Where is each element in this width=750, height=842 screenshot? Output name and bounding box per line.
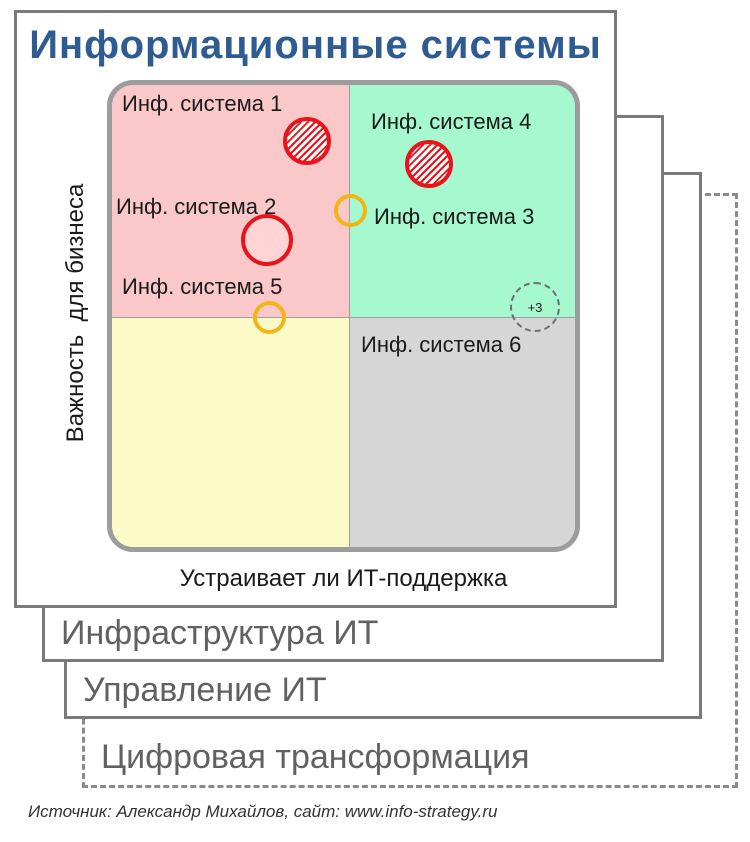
system-5-label: Инф. система 5 xyxy=(122,274,283,299)
x-axis-label: Устраивает ли ИТ-поддержка xyxy=(179,565,508,592)
quadrant-bottom-left xyxy=(112,318,350,547)
quadrant-bottom-right xyxy=(350,318,575,547)
diagram-title: Информационные системы xyxy=(29,23,602,67)
layer-information-systems: Информационные системы Важность для бизн… xyxy=(14,10,617,608)
quadrant-top-right xyxy=(350,85,575,318)
vertical-divider xyxy=(349,85,350,547)
y-axis-label: Важность для бизнеса xyxy=(62,183,89,443)
system-2-label: Инф. система 2 xyxy=(116,194,277,219)
system-2-marker xyxy=(241,214,293,266)
layer-digital-transformation-label: Цифровая трансформация xyxy=(101,738,530,776)
layer-it-infrastructure-label: Инфраструктура ИТ xyxy=(61,614,379,652)
system-1-label: Инф. система 1 xyxy=(122,91,283,116)
horizontal-divider xyxy=(112,317,575,318)
source-caption: Источник: Александр Михайлов, сайт: www.… xyxy=(28,802,498,821)
system-4-marker xyxy=(405,140,453,188)
system-3-label: Инф. система 3 xyxy=(374,204,535,229)
layer-it-management-label: Управление ИТ xyxy=(83,671,327,709)
system-6-label: Инф. система 6 xyxy=(361,332,522,357)
quadrant-matrix: Инф. система 1 Инф. система 2 Инф. систе… xyxy=(107,80,580,552)
system-5-marker xyxy=(253,301,286,334)
more-systems-marker: +3 xyxy=(510,282,560,332)
system-1-marker xyxy=(283,117,331,165)
system-3-marker xyxy=(334,194,367,227)
system-4-label: Инф. система 4 xyxy=(371,109,532,134)
